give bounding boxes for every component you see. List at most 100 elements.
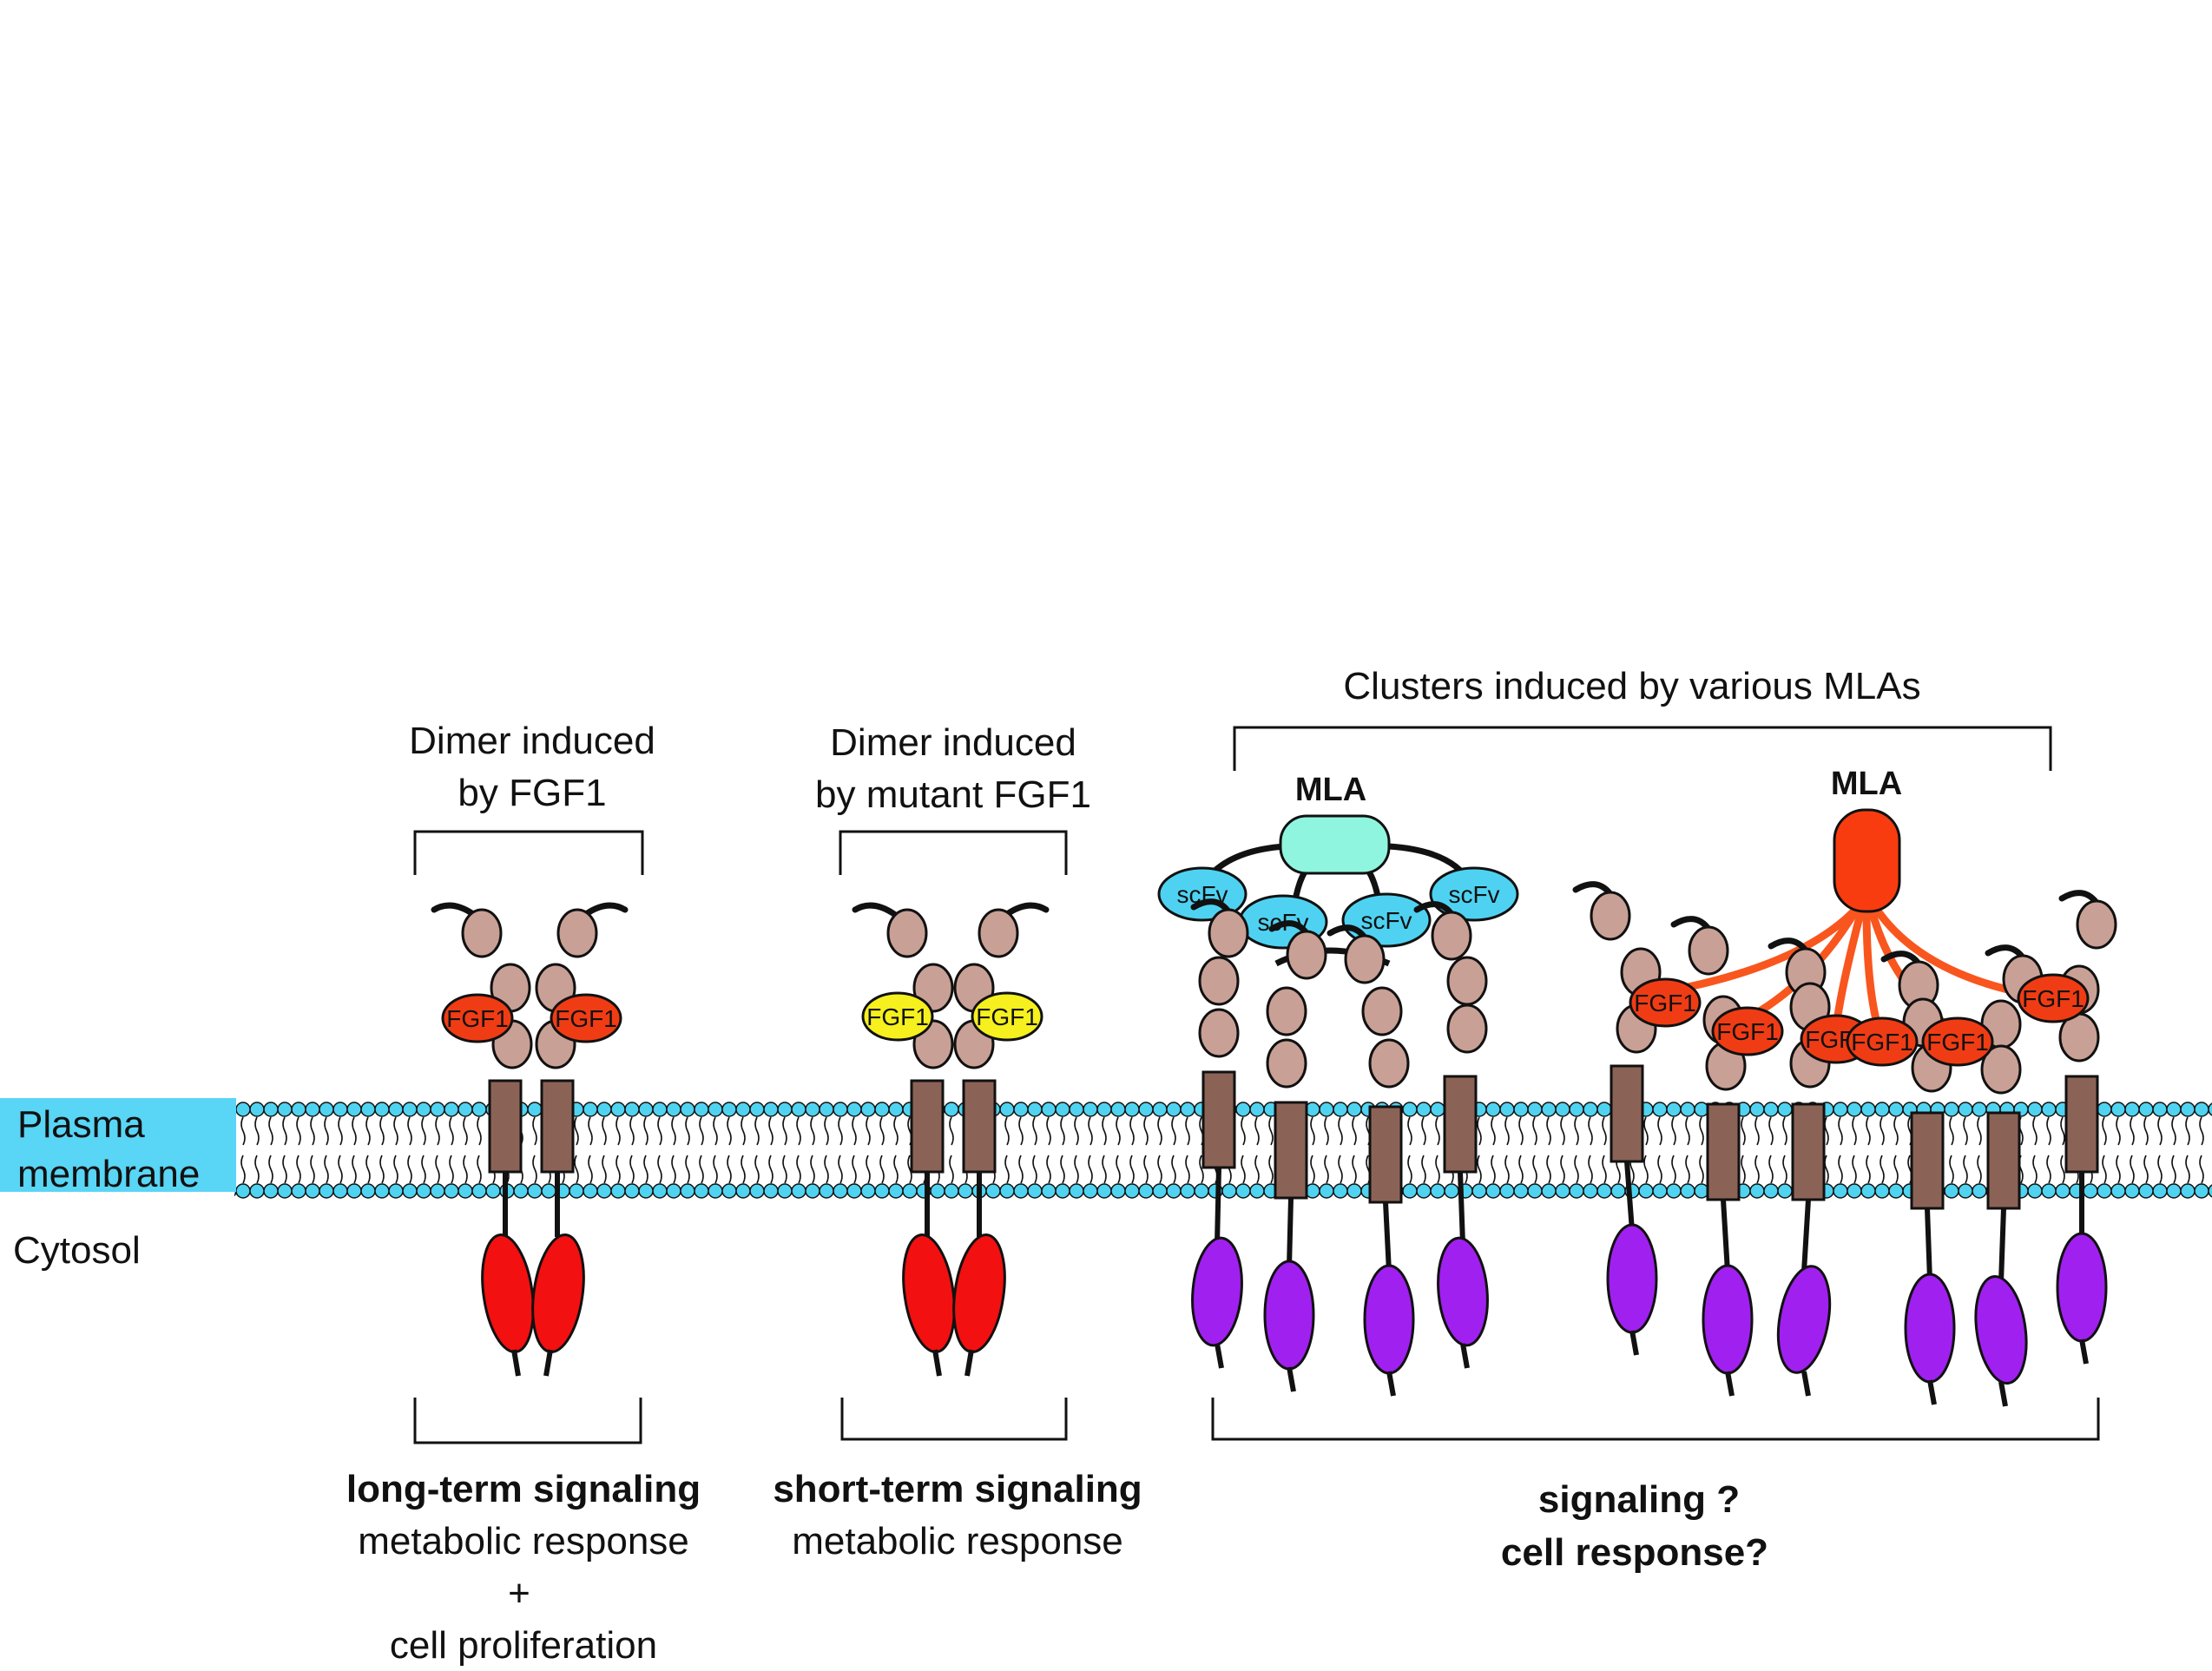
receptor-ig-domain [1446, 956, 1488, 1006]
group3-bottom-bracket [1211, 1398, 2100, 1441]
transmembrane-domain [1274, 1101, 1308, 1200]
group2-outcome-line2: metabolic response [792, 1520, 1123, 1562]
receptor-ig-domain [1198, 956, 1240, 1006]
group3-outcome-line2: cell response? [1501, 1531, 1768, 1574]
group2-mutant-fgf1-dimer: Dimer induced by mutant FGF1 FGF1 FGF1 s… [773, 721, 1142, 1562]
mla-fgf1-cluster: MLA [1671, 766, 2031, 1037]
receptor-ig-domain [461, 908, 503, 958]
group1-title-line1: Dimer induced [409, 720, 655, 762]
fgf1-label: FGF1 [446, 1005, 509, 1032]
linker [1624, 1161, 1635, 1232]
mla-right-label: MLA [1831, 766, 1902, 802]
kinase-domain [1191, 1236, 1243, 1347]
group3-title: Clusters induced by various MLAs [1343, 665, 1920, 707]
c-tail [1287, 1366, 1296, 1392]
c-tail [2079, 1339, 2089, 1365]
fgf1-label: FGF1 [555, 1005, 617, 1032]
group2-bottom-bracket [840, 1398, 1068, 1441]
kinase-domain [1776, 1265, 1832, 1374]
receptor-ig-domain [1361, 986, 1403, 1036]
membrane-label-box: Plasma membrane [0, 1098, 236, 1195]
receptor-ig-domain [1980, 1044, 2022, 1095]
fgf1-label: FGF1 [866, 1003, 929, 1030]
receptor-ig-domain [1198, 1008, 1240, 1058]
transmembrane-domain [1368, 1105, 1403, 1204]
group3-top-bracket [1233, 726, 2052, 771]
c-tail [1801, 1371, 1811, 1397]
group3-outcome-line1: signaling ? [1538, 1478, 1740, 1521]
fgf1-ligand: FGF1 [1711, 1006, 1784, 1056]
receptor [1572, 881, 1662, 1356]
receptor-ig-domain [1446, 1003, 1488, 1054]
receptor-ig-domain [1688, 925, 1729, 976]
fgf1-ligand [441, 993, 514, 1043]
linker [1998, 1207, 2006, 1283]
linker [1925, 1207, 1932, 1281]
mla-linker-core [1279, 814, 1391, 875]
transmembrane-domain [1986, 1111, 2021, 1210]
receptor [1190, 898, 1249, 1369]
receptor [1670, 916, 1754, 1397]
group1-fgf1-dimer: Dimer induced by FGF1 FGF1 FGF1 long-ter… [346, 720, 701, 1667]
group1-top-bracket [413, 830, 644, 875]
transmembrane-domain [2064, 1075, 2099, 1174]
c-tail [1725, 1371, 1735, 1397]
mutant-fgf1-ligand [861, 991, 934, 1042]
kinase-domain [902, 1234, 956, 1353]
transmembrane-domain [488, 1079, 523, 1174]
transmembrane-domain [540, 1079, 575, 1174]
group2-title-line1: Dimer induced [830, 721, 1076, 764]
receptor-ig-domain [1344, 934, 1386, 984]
cytosol-label: Cytosol [13, 1229, 141, 1272]
kinase-domain [481, 1234, 535, 1353]
kinase-domain [531, 1234, 585, 1353]
fgf1-ligand: FGF1 [1846, 1016, 1919, 1067]
fgf1-label: FGF1 [976, 1003, 1038, 1030]
c-tail [1998, 1381, 2008, 1407]
fgf1-ligand [550, 993, 622, 1043]
membrane-label-line2: membrane [17, 1153, 200, 1195]
fgf1-ellipse [1629, 977, 1702, 1028]
fgf1-ligand: FGF1 [1629, 977, 1702, 1028]
group1-outcome-line4: cell proliferation [390, 1624, 657, 1667]
mla-left-label: MLA [1295, 772, 1366, 808]
fgf1-label: FGF1 [1926, 1029, 1989, 1056]
fgf1-label: FGF1 [1716, 1018, 1779, 1045]
receptor [1974, 944, 2044, 1407]
transmembrane-domain [1791, 1102, 1826, 1201]
fgf1-ligand: FGF1 [1921, 1016, 1994, 1067]
fgf1-label: FGF1 [1851, 1029, 1913, 1056]
group1-bottom-bracket [413, 1398, 642, 1444]
fgf1-ellipse [1921, 1016, 1994, 1067]
linker [1287, 1197, 1294, 1268]
group2-outcome-line1: short-term signaling [773, 1468, 1142, 1510]
receptor-ig-domain [1266, 986, 1307, 1036]
kinase-domain [1702, 1264, 1754, 1375]
transmembrane-domain [1610, 1064, 1644, 1163]
linker [1721, 1199, 1730, 1273]
linker [1383, 1201, 1392, 1273]
linker [1215, 1167, 1221, 1245]
membrane-label-line1: Plasma [17, 1103, 145, 1146]
receptor [1327, 924, 1415, 1397]
cluster-receptors [1190, 881, 2117, 1407]
fgf1-label: FGF1 [1634, 990, 1696, 1016]
group2-top-bracket [839, 830, 1068, 875]
group2-title-line2: by mutant FGF1 [815, 773, 1091, 816]
c-tail [1629, 1330, 1639, 1356]
receptor-ig-domain [556, 908, 598, 958]
receptor-ig-domain [886, 908, 928, 958]
linker [1458, 1171, 1465, 1245]
receptor-ig-domain [1286, 930, 1327, 980]
c-tail [1927, 1379, 1937, 1405]
receptor [1263, 920, 1327, 1392]
transmembrane-domain [910, 1079, 945, 1174]
fgf1-label: FGF1 [2022, 985, 2084, 1012]
group1-title-line2: by FGF1 [458, 772, 606, 814]
receptor-ig-domain [1208, 908, 1249, 958]
receptor [2056, 890, 2117, 1365]
fgf1-ellipse [1846, 1016, 1919, 1067]
kinase-domain [1363, 1264, 1415, 1375]
